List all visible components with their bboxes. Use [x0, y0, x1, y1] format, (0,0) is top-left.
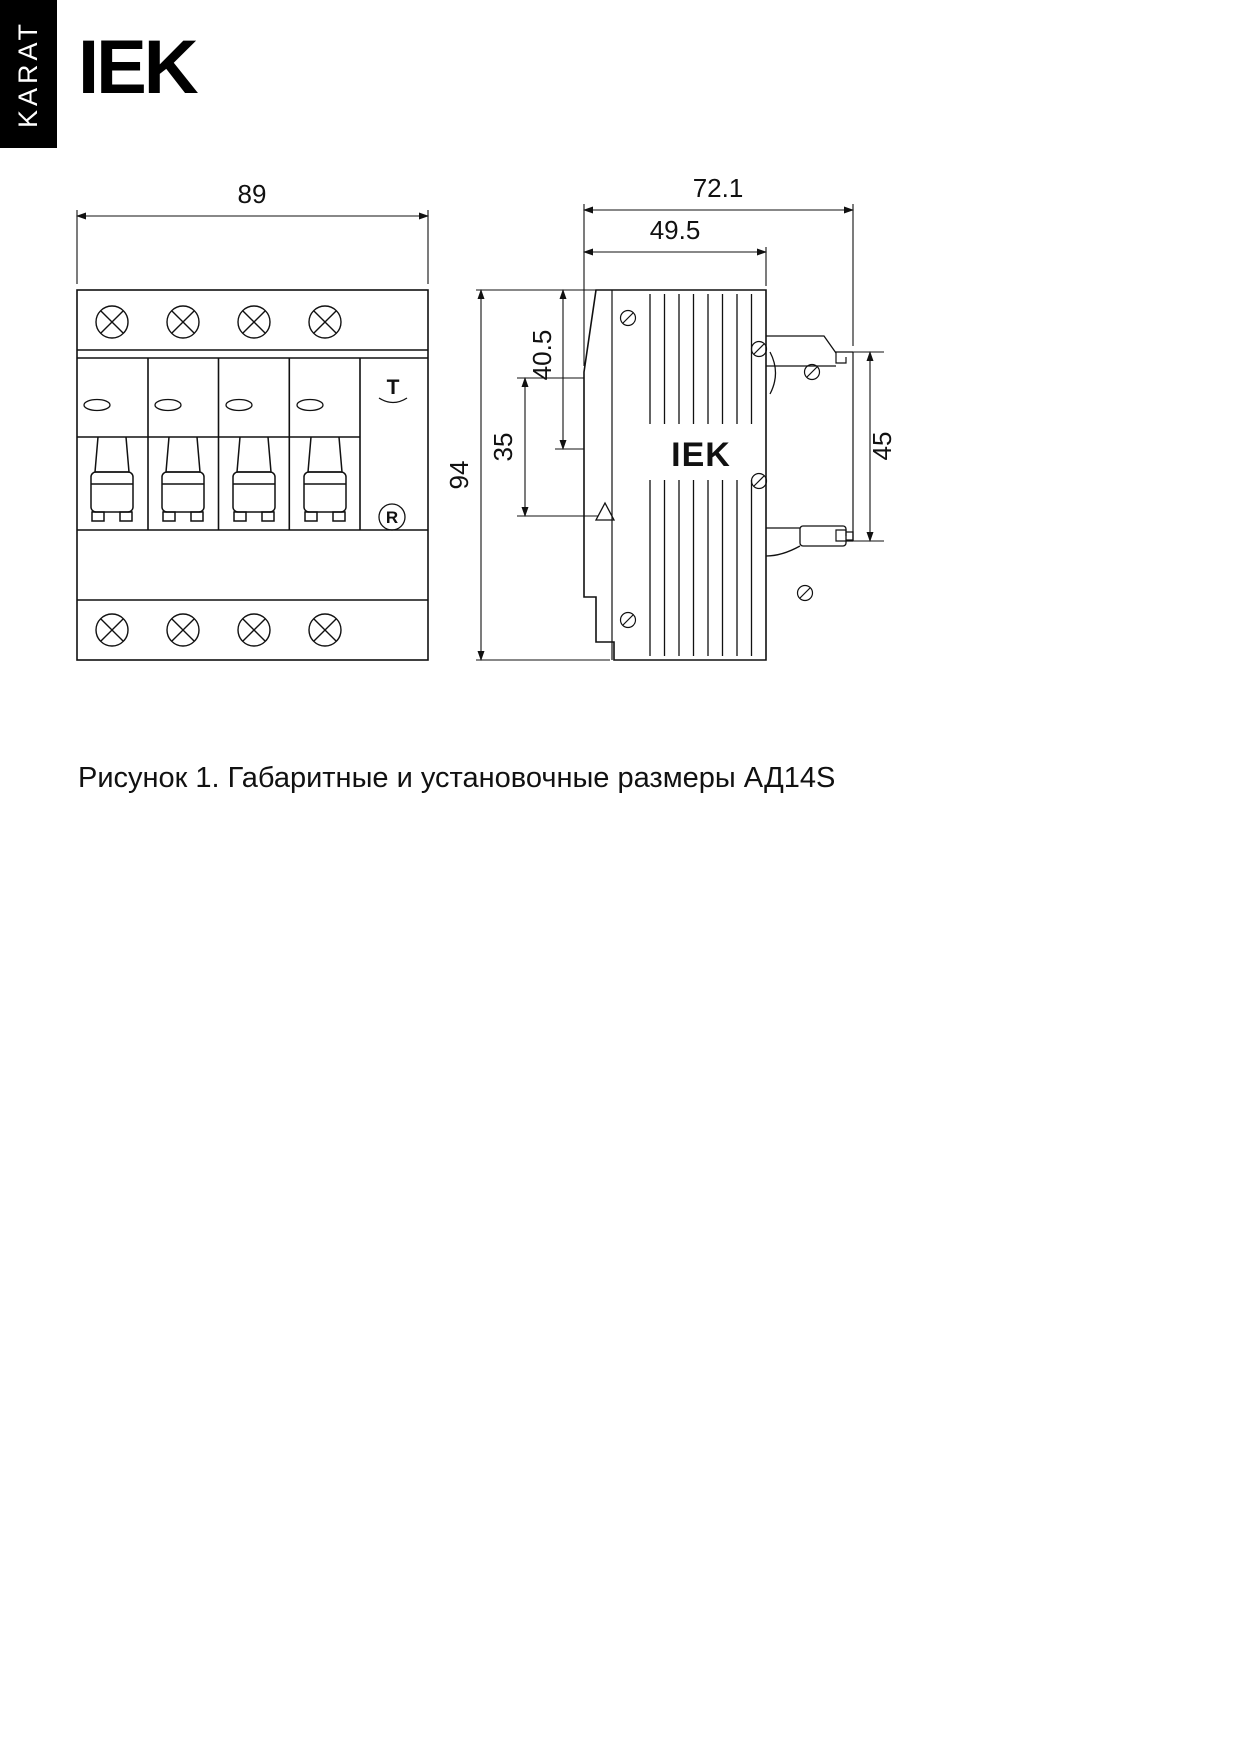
test-button-outline — [378, 397, 408, 404]
karat-sidebar: KARAT — [0, 0, 57, 148]
dim-slot-label: 35 — [488, 433, 518, 462]
toggle-lever — [90, 436, 134, 522]
dimension-lines — [76, 204, 884, 661]
iek-logo: IEK — [78, 25, 199, 110]
dim-front-width-label: 89 — [238, 179, 267, 209]
dim-top-offset-label: 40.5 — [527, 330, 557, 381]
vent-ribs-upper — [649, 294, 753, 424]
toggle-lever — [232, 436, 276, 522]
technical-drawing: T R — [76, 173, 897, 661]
din-rail — [835, 351, 854, 542]
side-view — [583, 289, 854, 661]
side-screws — [619, 309, 821, 629]
din-clip — [765, 335, 854, 557]
toggle-lever — [303, 436, 347, 522]
vent-ribs-lower — [649, 480, 753, 656]
front-view — [76, 289, 429, 661]
mount-mark-triangle — [594, 501, 616, 521]
toggle-lever — [161, 436, 205, 522]
dim-overall-depth-label: 72.1 — [693, 173, 744, 203]
dim-body-depth-label: 49.5 — [650, 215, 701, 245]
registered-mark-label: R — [386, 508, 398, 527]
test-button-label: T — [387, 376, 400, 399]
dim-height-label: 94 — [444, 461, 474, 490]
front-top-screws — [95, 305, 342, 339]
front-bottom-screws — [95, 613, 342, 647]
dim-rail-label: 45 — [867, 432, 897, 461]
registered-mark-circle — [378, 503, 406, 531]
figure-caption: Рисунок 1. Габаритные и установочные раз… — [78, 762, 836, 794]
toggle-levers — [90, 436, 347, 522]
embossed-iek-logo: IEK — [671, 436, 731, 474]
indicator-slots — [83, 398, 324, 412]
